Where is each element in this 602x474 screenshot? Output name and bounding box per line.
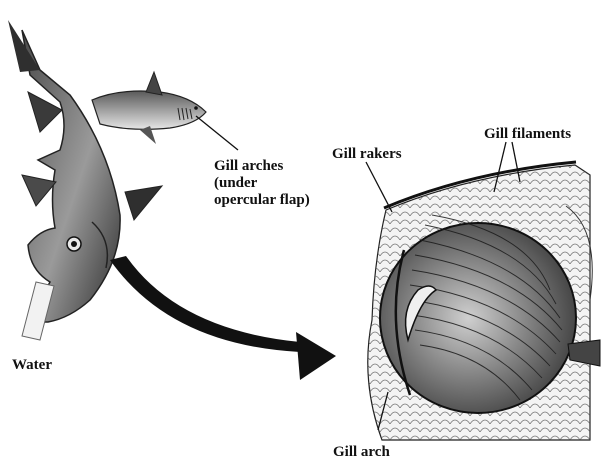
gill-arches-leader-line (196, 116, 238, 150)
magnify-arrow (110, 256, 336, 380)
gill-arches-label-line-1: Gill arches (214, 158, 310, 175)
gill-arches-label: Gill arches (under opercular flap) (214, 158, 310, 209)
gill-filaments-label: Gill filaments (484, 126, 571, 143)
shark-illustration (92, 72, 206, 144)
gill-detail-illustration (368, 162, 600, 440)
water-label: Water (12, 357, 52, 374)
gill-arches-label-line-2: (under (214, 175, 310, 192)
gill-rakers-leader-line (366, 162, 392, 212)
gill-arches-label-line-3: opercular flap) (214, 192, 310, 209)
gill-arch-label: Gill arch (333, 444, 390, 461)
gill-rakers-label: Gill rakers (332, 146, 402, 163)
